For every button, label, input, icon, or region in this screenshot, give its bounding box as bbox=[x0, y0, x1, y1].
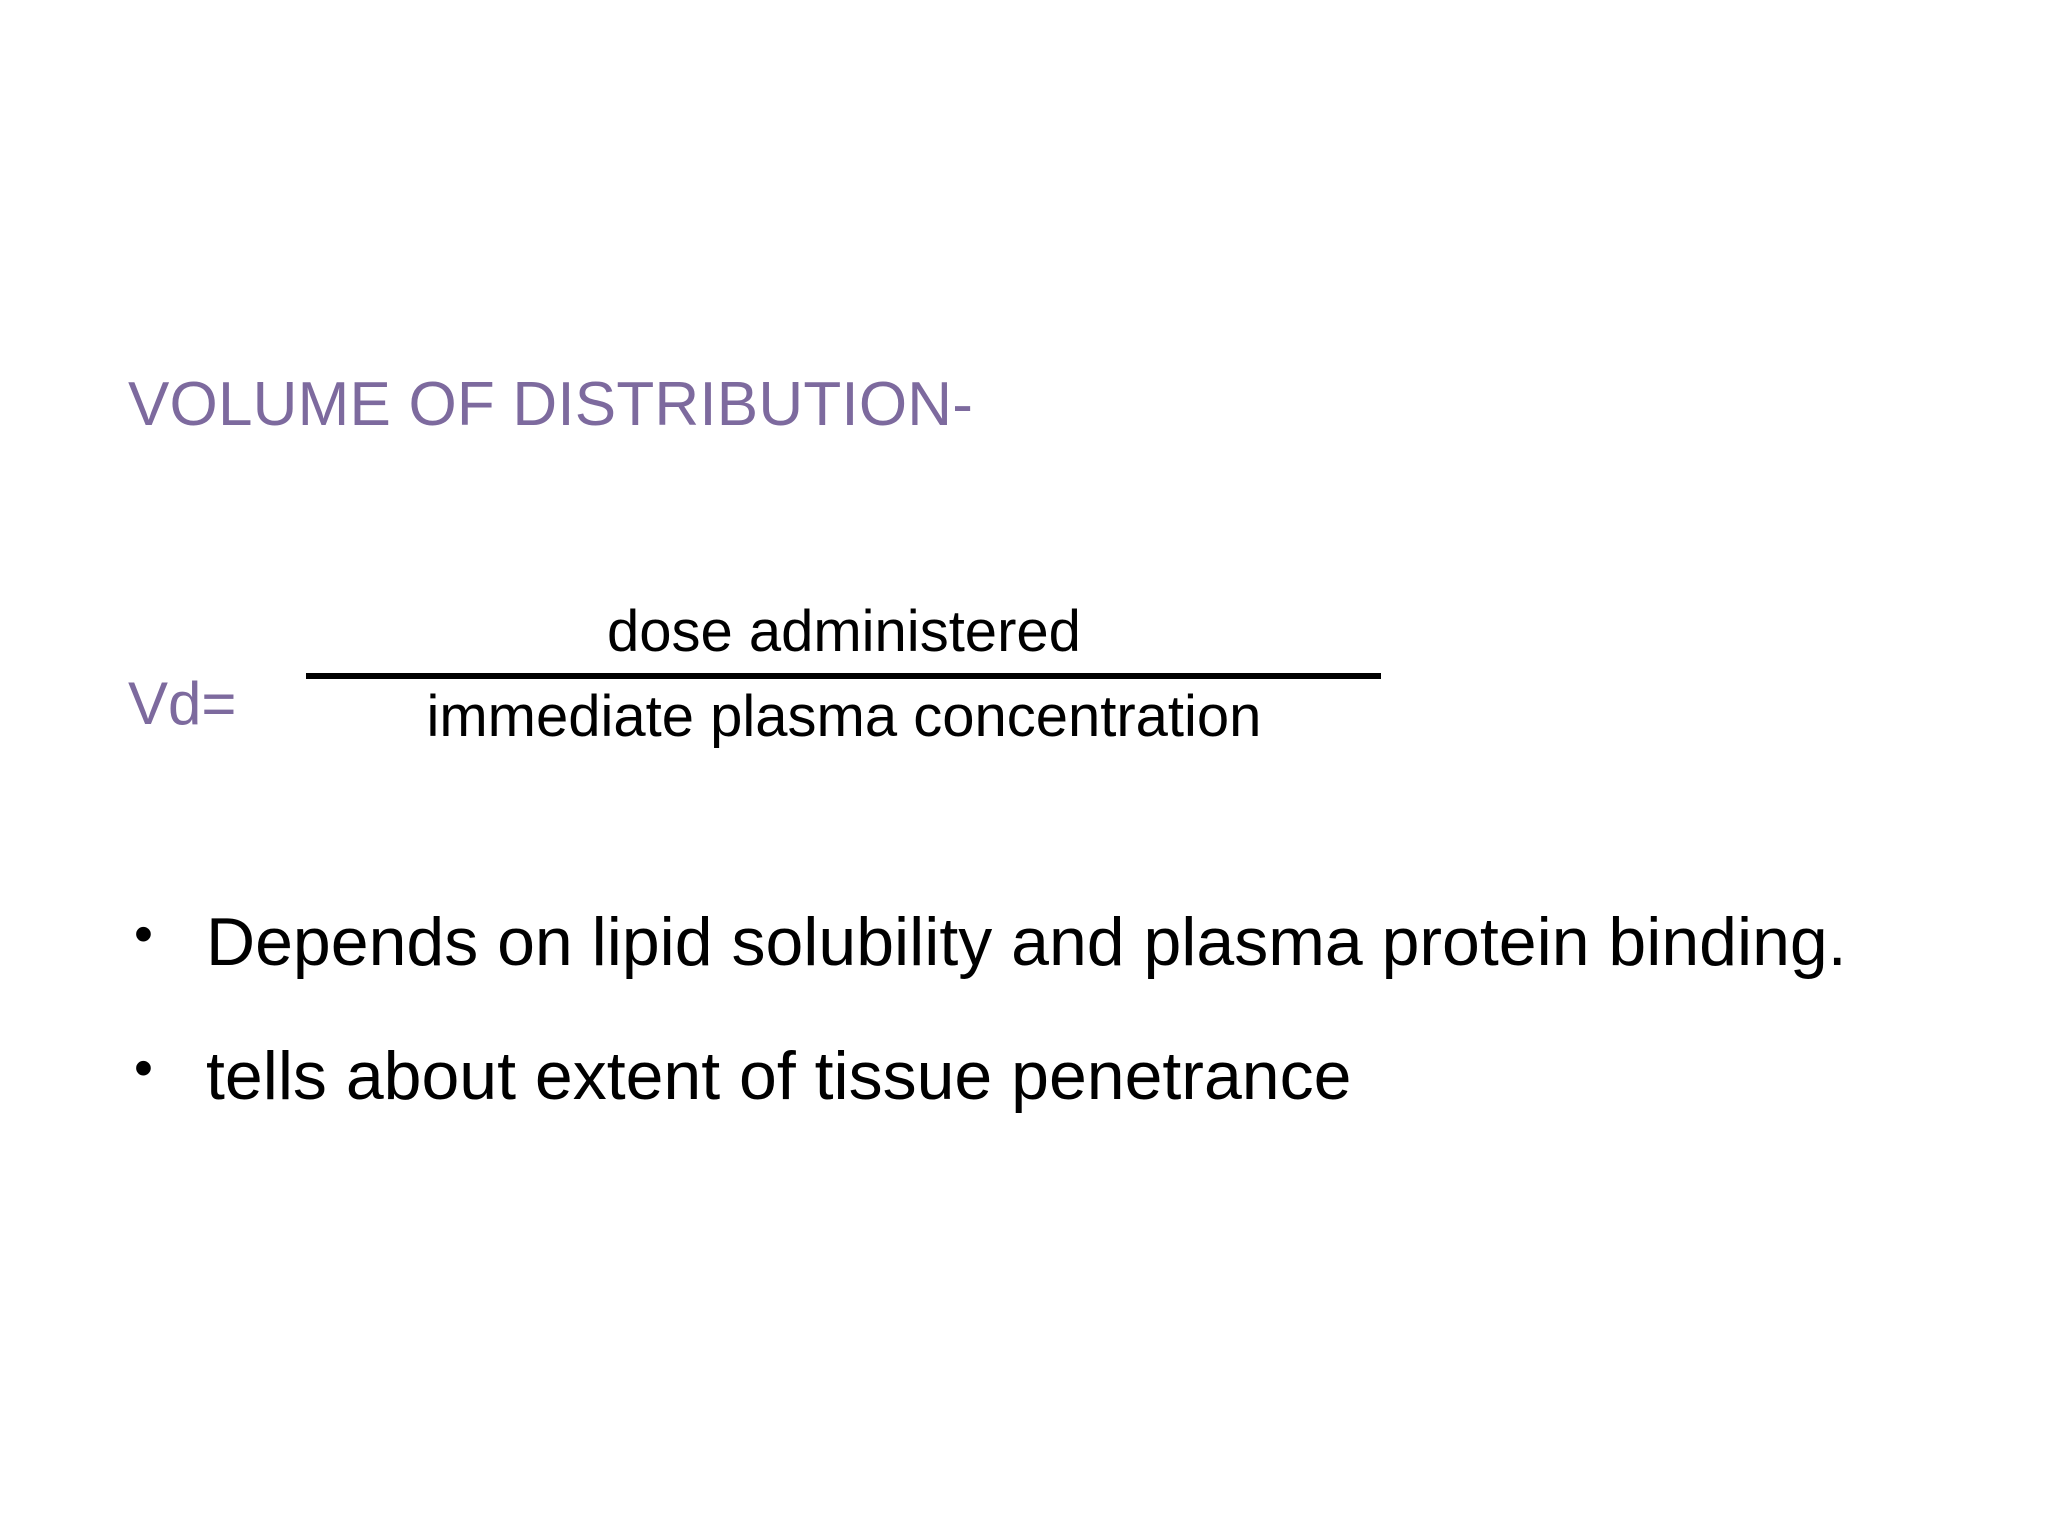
fraction-bar-divider bbox=[306, 672, 1382, 679]
bullet-list: • Depends on lipid solubility and plasma… bbox=[128, 900, 1988, 1119]
formula-numerator: dose administered bbox=[606, 599, 1081, 664]
list-item-label: tells about extent of tissue penetrance bbox=[206, 1037, 1352, 1114]
formula-left-hand-side: Vd= bbox=[128, 669, 237, 737]
formula-fraction: dose administered immediate plasma conce… bbox=[306, 599, 1382, 750]
page-title: VOLUME OF DISTRIBUTION- bbox=[128, 370, 974, 439]
volume-of-distribution-formula: Vd= dose administered immediate plasma c… bbox=[128, 599, 1382, 750]
list-item-label: Depends on lipid solubility and plasma p… bbox=[206, 904, 1847, 980]
list-item: • tells about extent of tissue penetranc… bbox=[128, 1034, 1988, 1120]
formula-denominator: immediate plasma concentration bbox=[426, 683, 1262, 749]
bullet-point-icon: • bbox=[134, 904, 153, 964]
bullet-point-icon: • bbox=[134, 1037, 153, 1098]
list-item: • Depends on lipid solubility and plasma… bbox=[128, 900, 1988, 986]
